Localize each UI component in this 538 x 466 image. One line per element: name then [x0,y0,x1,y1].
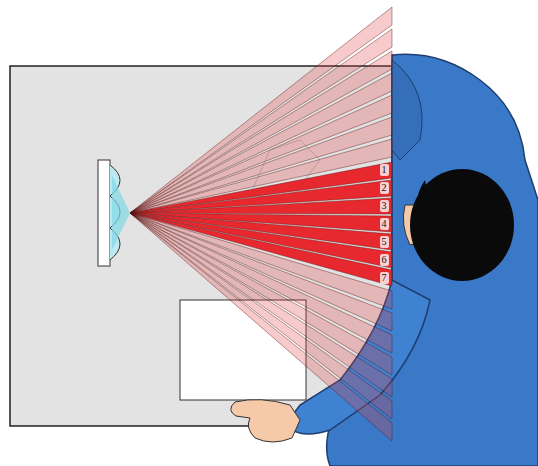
light-beam [130,29,392,213]
light-beam [130,198,392,214]
callout-number: 2 [380,182,389,194]
light-beam [130,213,392,309]
light-beam [130,213,392,353]
light-beam [130,213,392,375]
light-beam [130,139,392,213]
light-beam [130,162,392,213]
callout-number: 4 [380,218,389,230]
callout-number: 6 [380,254,389,266]
callout-number: 1 [380,164,389,176]
light-beam [130,51,392,213]
light-beam [130,213,392,419]
callout-number: 5 [380,236,389,248]
scanner-device [98,160,130,266]
callout-number: 7 [380,272,389,284]
light-beam [130,117,392,213]
light-beam [130,213,392,397]
light-beam [130,73,392,213]
table-top [10,66,392,426]
light-beam [130,180,392,213]
light-beam [130,7,392,213]
light-beam [130,213,392,441]
callout-number: 3 [380,200,389,212]
light-beam [130,95,392,213]
light-beams [130,7,392,441]
